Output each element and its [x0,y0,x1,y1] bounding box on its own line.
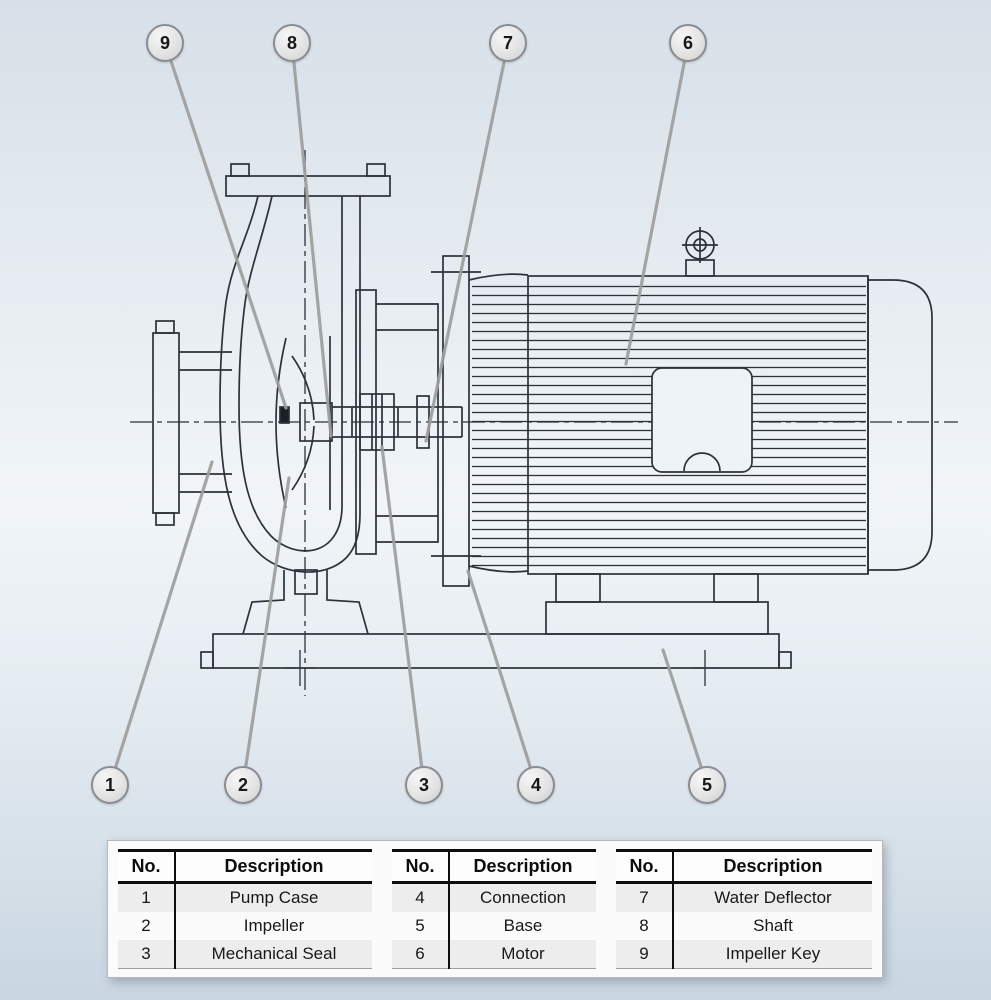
table-row: 2 Impeller [118,912,372,940]
suction-flange [152,320,232,526]
base [200,633,792,686]
part-number: 9 [616,940,674,969]
pump-case [219,163,391,573]
col-header-description: Description [175,849,372,884]
part-number: 1 [118,882,176,912]
fan-cover [867,276,933,574]
parts-table-2: No. Description 4 Connection 5 Base 6 Mo… [392,849,596,969]
callout-7: 7 [489,24,527,62]
callout-6: 6 [669,24,707,62]
part-number: 6 [392,940,450,969]
shaft [332,406,463,438]
table-row: 6 Motor [392,940,596,969]
leader-lines [108,41,709,787]
table-row: 4 Connection [392,882,596,912]
table-row: 8 Shaft [616,912,872,940]
motor-terminal-window [651,367,753,473]
table-row: 7 Water Deflector [616,882,872,912]
part-description: Connection [449,882,596,912]
col-header-no: No. [118,849,176,884]
callout-1: 1 [91,766,129,804]
parts-table-3: No. Description 7 Water Deflector 8 Shaf… [616,849,872,969]
pump-foot [242,569,369,635]
table-row: 3 Mechanical Seal [118,940,372,969]
table-header-row: No. Description [118,849,372,884]
col-header-description: Description [673,849,872,884]
part-description: Shaft [673,912,872,940]
table-row: 1 Pump Case [118,882,372,912]
part-description: Impeller Key [673,940,872,969]
part-number: 3 [118,940,176,969]
bearing-bracket [355,289,439,555]
part-description: Water Deflector [673,882,872,912]
callout-4: 4 [517,766,555,804]
part-number: 2 [118,912,176,940]
lifting-eye [682,227,718,277]
part-description: Mechanical Seal [175,940,372,969]
callout-3: 3 [405,766,443,804]
part-number: 5 [392,912,450,940]
part-description: Pump Case [175,882,372,912]
callout-9: 9 [146,24,184,62]
impeller-key [279,406,290,424]
col-header-no: No. [616,849,674,884]
part-description: Base [449,912,596,940]
table-header-row: No. Description [616,849,872,884]
callout-5: 5 [688,766,726,804]
col-header-no: No. [392,849,450,884]
part-number: 4 [392,882,450,912]
table-row: 9 Impeller Key [616,940,872,969]
callout-2: 2 [224,766,262,804]
part-description: Impeller [175,912,372,940]
part-number: 7 [616,882,674,912]
motor-feet [545,573,769,635]
part-number: 8 [616,912,674,940]
impeller [275,336,333,510]
col-header-description: Description [449,849,596,884]
mechanical-seal [359,393,395,451]
table-row: 5 Base [392,912,596,940]
parts-table-1: No. Description 1 Pump Case 2 Impeller 3… [118,849,372,969]
motor-body [472,275,869,575]
table-header-row: No. Description [392,849,596,884]
parts-table-panel: No. Description 1 Pump Case 2 Impeller 3… [107,840,883,978]
part-description: Motor [449,940,596,969]
callout-8: 8 [273,24,311,62]
